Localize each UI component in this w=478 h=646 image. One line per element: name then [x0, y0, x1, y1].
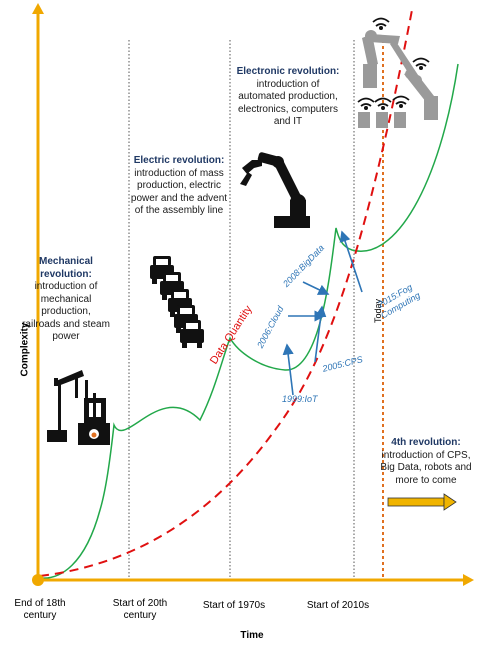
arrow-bigdata [302, 281, 330, 295]
milestone-iot-label: 1999:IoT [282, 394, 318, 404]
era-mechanical-title: Mechanical revolution: [39, 256, 93, 280]
era-4th-body: introduction of CPS, Big Data, robots an… [380, 449, 472, 486]
steam-engine-icon [47, 370, 110, 445]
complexity-curve [39, 63, 459, 579]
data-quantity-curve [39, 9, 413, 577]
arrow-fog [339, 230, 363, 293]
robot-arm-icon [240, 152, 310, 228]
era-mechanical: Mechanical revolution: introduction of m… [22, 256, 110, 344]
x-tick-1970s: Start of 1970s [202, 600, 266, 611]
era-electric: Electric revolution: introduction of mas… [126, 155, 232, 218]
x-tick-18th-century: End of 18th century [14, 598, 66, 621]
cars-assembly-line-icon [150, 256, 204, 348]
origin-marker [32, 574, 44, 586]
era-electric-title: Electric revolution: [133, 155, 225, 166]
era-electric-body: introduction of mass production, electri… [130, 167, 228, 217]
x-tick-2010s: Start of 2010s [306, 600, 370, 611]
era-4th-title: 4th revolution: [391, 437, 461, 448]
x-axis-title: Time [240, 630, 264, 641]
era-mechanical-body: introduction of mechanical production, r… [22, 281, 110, 342]
era-4th: 4th revolution: introduction of CPS, Big… [380, 437, 472, 487]
y-axis-arrowhead [32, 3, 44, 14]
era-electronic-title: Electronic revolution: [236, 66, 340, 77]
x-tick-20th-century: Start of 20th century [112, 598, 168, 621]
arrow-right-icon [387, 493, 457, 511]
y-axis-title: Complexity [19, 322, 31, 377]
arrow-iot [282, 343, 294, 396]
era-electronic: Electronic revolution: introduction of a… [232, 66, 344, 129]
connected-robots-icon [357, 17, 438, 128]
era-electronic-body: introduction of automated production, el… [237, 78, 339, 128]
x-axis-arrowhead [463, 574, 474, 586]
